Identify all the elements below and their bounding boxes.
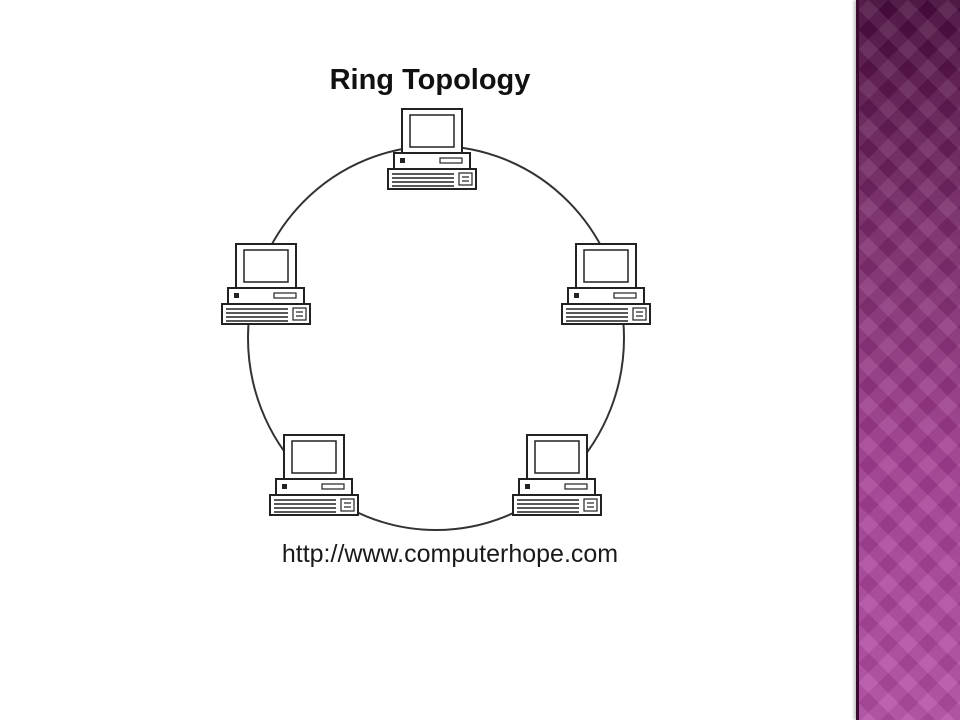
desktop-computer-icon — [221, 243, 311, 325]
computer-node-bottom-left — [269, 434, 359, 516]
side-band-edge — [856, 0, 859, 720]
computer-node-right — [561, 243, 651, 325]
desktop-computer-icon — [512, 434, 602, 516]
diagram-title: Ring Topology — [329, 64, 531, 96]
decorative-side-band — [856, 0, 960, 720]
desktop-computer-icon — [561, 243, 651, 325]
computer-node-top — [387, 108, 477, 190]
ring-topology-diagram — [221, 108, 651, 531]
computer-node-bottom-right — [512, 434, 602, 516]
desktop-computer-icon — [269, 434, 359, 516]
computer-node-left — [221, 243, 311, 325]
source-url: http://www.computerhope.com — [281, 540, 619, 568]
desktop-computer-icon — [387, 108, 477, 190]
